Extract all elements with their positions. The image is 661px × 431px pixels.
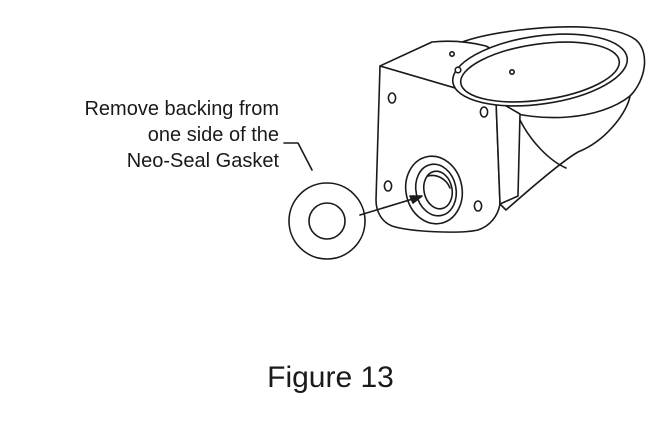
neo-seal-gasket <box>288 182 366 260</box>
callout-line-3: Neo-Seal Gasket <box>126 150 279 172</box>
figure-caption: Figure 13 <box>267 361 394 394</box>
bowl-opening <box>451 33 629 107</box>
callout-leader <box>283 142 313 171</box>
placement-arrow <box>359 195 423 216</box>
top-bolt-holes <box>448 50 515 76</box>
mounting-plate-side <box>495 99 521 205</box>
bowl-body <box>495 95 631 211</box>
outlet-horn <box>404 155 464 225</box>
callout-line-1: Remove backing from <box>84 98 279 120</box>
plate-mounting-holes <box>383 92 489 212</box>
callout-line-2: one side of the <box>147 124 279 146</box>
gasket-instruction-callout: Remove backing from one side of the Neo-… <box>84 96 279 174</box>
